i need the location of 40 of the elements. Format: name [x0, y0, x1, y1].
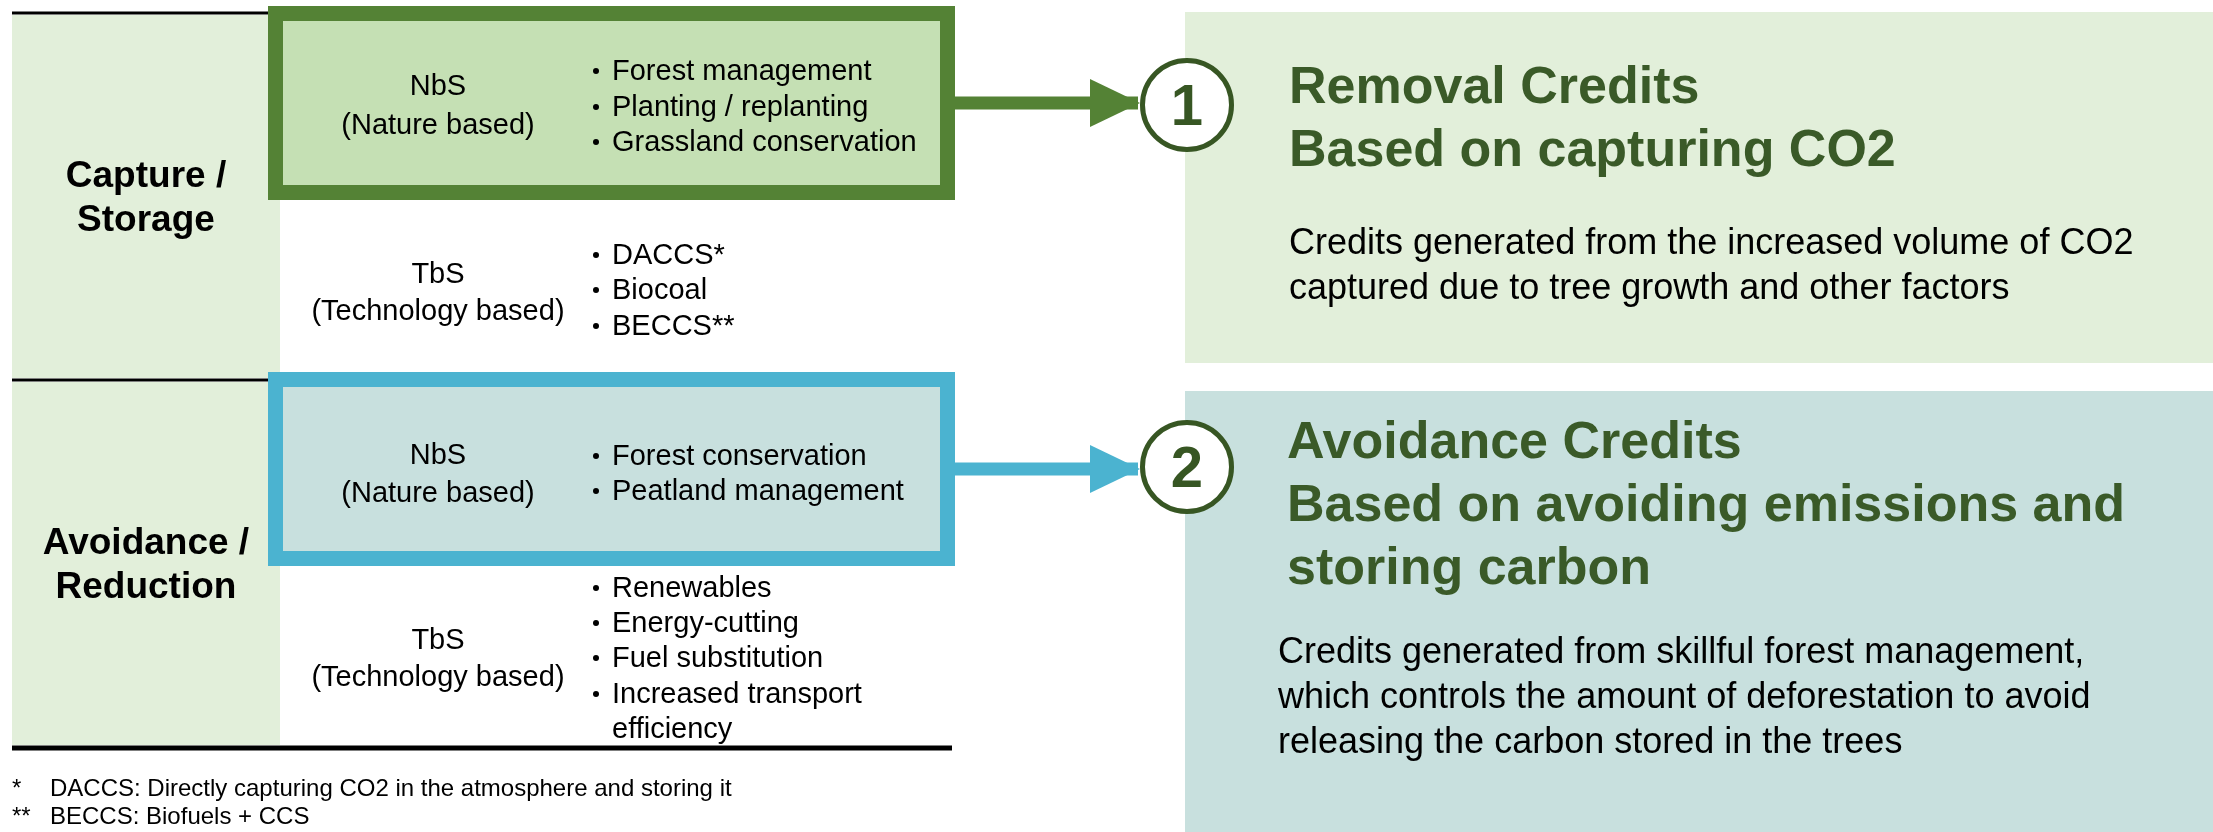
step-number: 2 — [1170, 437, 1204, 497]
solution-type-label: (Nature based) — [340, 107, 536, 142]
solution-type-label: NbS — [408, 437, 468, 472]
category-label: Capture / Storage — [64, 152, 228, 241]
category-label: Avoidance / Reduction — [41, 519, 251, 608]
category-band — [12, 382, 280, 745]
solution-type-label: TbS — [410, 256, 466, 291]
solution-type-label: (Nature based) — [340, 475, 536, 510]
list-item: Fuel substitution — [590, 640, 930, 675]
list-item: Renewables — [590, 570, 930, 605]
solution-type-label: (Technology based) — [310, 659, 566, 694]
solution-type-label: (Technology based) — [310, 293, 566, 328]
list-item: Peatland management — [590, 473, 935, 508]
list-item: Forest conservation — [590, 438, 935, 473]
card-description: Credits generated from the increased volume of CO2 captured due to tree growth and other factors — [1289, 220, 2135, 309]
footnote: BECCS: Biofuels + CCS — [50, 802, 311, 830]
arrow — [955, 445, 1140, 493]
list-item: Increased transport efficiency — [590, 676, 880, 746]
footnote-mark: ** — [12, 802, 32, 830]
card-heading: Removal Credits — [1289, 55, 1701, 116]
list-item: Energy-cutting — [590, 605, 930, 640]
card-heading: Avoidance Credits — [1287, 410, 1743, 471]
list-item: Forest management — [590, 53, 935, 88]
card-heading: Based on capturing CO2 — [1289, 118, 1897, 179]
step-number: 1 — [1170, 75, 1204, 135]
highlight-box — [268, 372, 955, 566]
solution-type-label: TbS — [410, 622, 466, 657]
card-description: Credits generated from skillful forest management, which controls the amount of deforestation to avoid releasing the carbon stored in the trees — [1278, 629, 2092, 763]
arrow — [955, 79, 1140, 127]
solution-type-label: NbS — [408, 68, 468, 103]
highlight-box — [268, 6, 955, 200]
category-band — [12, 15, 280, 378]
list-item: DACCS* — [590, 237, 930, 272]
list-item: BECCS** — [590, 308, 930, 343]
footnote-mark: * — [12, 774, 23, 802]
card-heading: Based on avoiding emissions and storing carbon — [1287, 473, 2126, 597]
footnote: DACCS: Directly capturing CO2 in the atmosphere and storing it — [50, 774, 733, 802]
list-item: Biocoal — [590, 272, 930, 307]
list-item: Grassland conservation — [590, 124, 935, 159]
list-item: Planting / replanting — [590, 89, 935, 124]
